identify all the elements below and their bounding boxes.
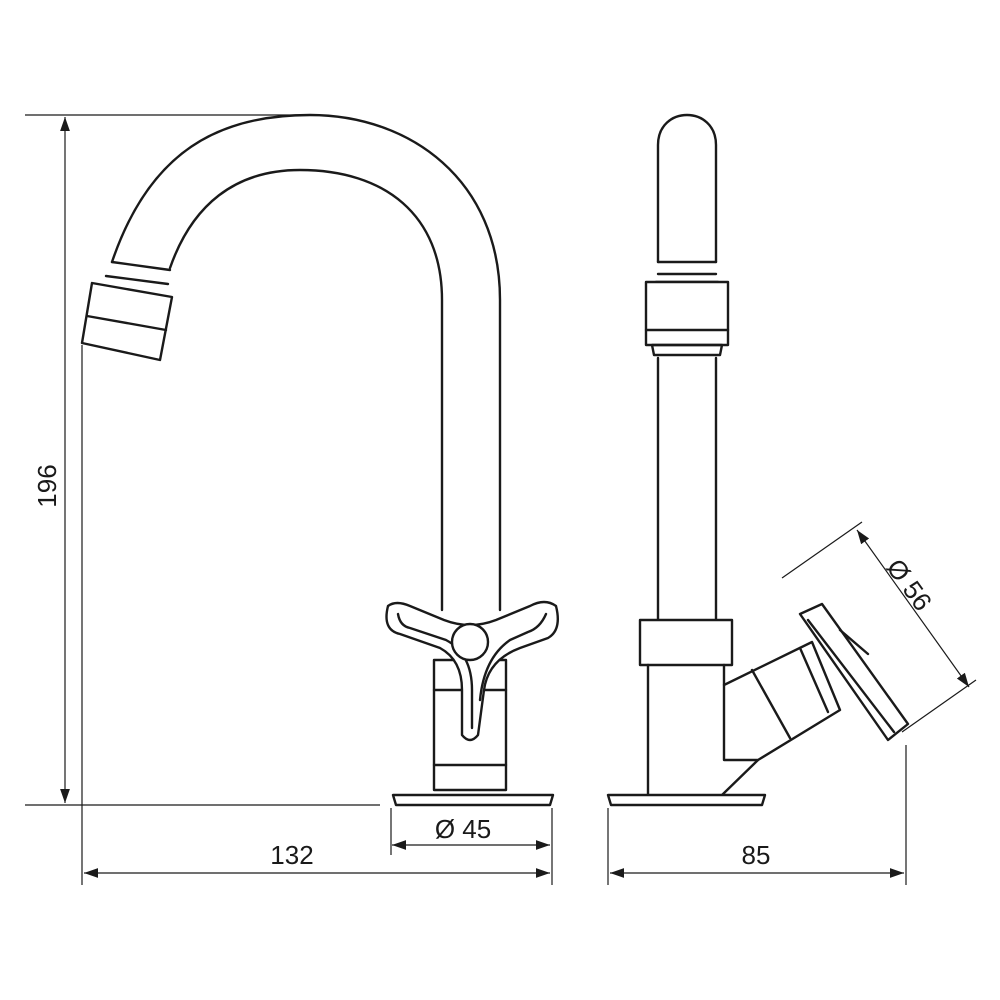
aerator-side bbox=[644, 280, 730, 347]
dimension-height-label: 196 bbox=[32, 464, 62, 507]
handle-cap bbox=[450, 622, 490, 662]
angled-handle bbox=[798, 602, 910, 742]
dimension-height: 196 bbox=[25, 114, 380, 806]
side-view bbox=[606, 113, 910, 807]
dimension-width-front-label: 132 bbox=[270, 840, 313, 870]
base-plate-side bbox=[606, 793, 767, 807]
aerator-ring bbox=[104, 260, 172, 286]
column-side bbox=[656, 356, 718, 622]
dimension-depth-label: 85 bbox=[742, 840, 771, 870]
dimension-base-diameter: Ø 45 bbox=[390, 808, 550, 855]
aerator-outlet bbox=[80, 281, 174, 362]
dimension-width-front: 132 bbox=[81, 345, 553, 885]
angled-stem-lines bbox=[750, 646, 830, 740]
base-plate-front bbox=[391, 793, 555, 807]
cross-handle-inner bbox=[396, 612, 548, 730]
valve-collar-side bbox=[638, 618, 734, 667]
dimension-base-diameter-label: Ø 45 bbox=[435, 814, 491, 844]
aerator-inner-edge bbox=[85, 314, 168, 332]
spout-side-collar bbox=[654, 260, 720, 284]
aerator-side-lines bbox=[644, 328, 730, 357]
valve-body-side bbox=[646, 663, 760, 797]
dimension-handle-diameter-label: Ø 56 bbox=[881, 553, 938, 616]
spout-outer-outline bbox=[110, 113, 502, 612]
spout-inner-outline bbox=[168, 168, 444, 612]
front-view bbox=[80, 113, 559, 807]
dimension-depth: 85 bbox=[607, 745, 907, 885]
spout-side-top bbox=[656, 113, 718, 264]
